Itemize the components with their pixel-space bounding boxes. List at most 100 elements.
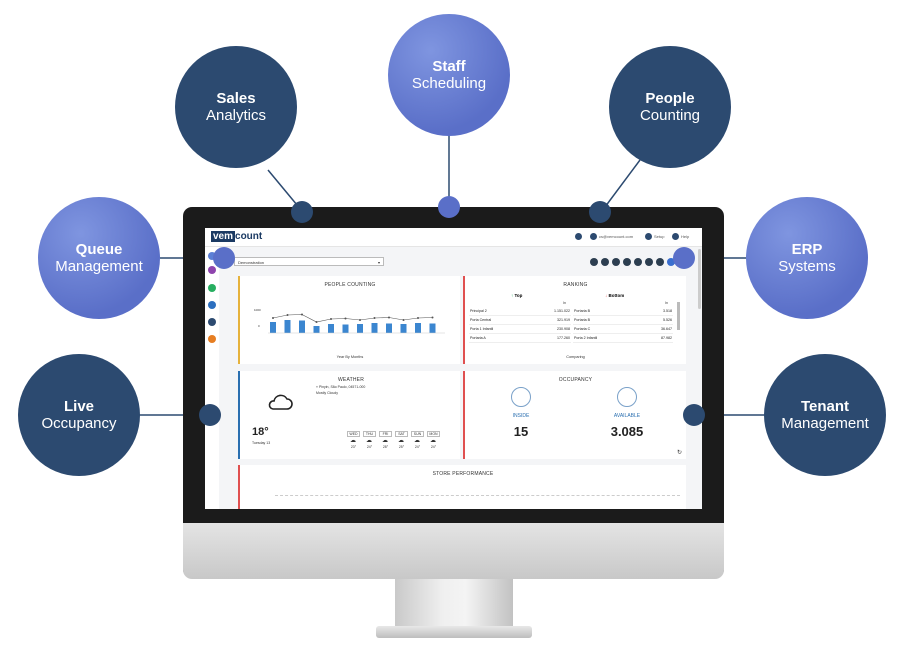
rain-cloud-icon: ☁ <box>350 438 356 444</box>
setup-icon <box>645 233 652 240</box>
chart-bar <box>357 324 363 333</box>
sidebar-analytics-icon[interactable] <box>208 266 216 274</box>
connector-dot-live <box>199 404 221 426</box>
weather-temp: 18° <box>252 426 269 438</box>
bubble-title: ERP <box>791 240 823 258</box>
calendar-icon[interactable] <box>590 258 598 266</box>
y-tick: 1000 <box>254 308 261 312</box>
chart-point <box>315 321 318 323</box>
y-tick: 0 <box>258 324 260 328</box>
store-performance-card: STORE PERFORMANCE <box>238 465 686 509</box>
monitor-base <box>376 626 532 638</box>
store-performance-gridline <box>275 495 680 496</box>
bubble-title: Tenant <box>800 397 850 415</box>
store-select[interactable]: Demonstration▾ <box>234 257 384 266</box>
sidebar-settings-icon[interactable] <box>208 335 216 343</box>
fullscreen-icon[interactable] <box>645 258 653 266</box>
bubble-subtitle: Counting <box>639 107 701 124</box>
connector-dot-sales <box>291 201 313 223</box>
help-label: Help <box>681 234 690 239</box>
chart-point <box>272 317 274 319</box>
chart-point <box>373 317 376 319</box>
logo-count: count <box>235 231 263 242</box>
connector-dot-erp <box>673 247 695 269</box>
compare-icon[interactable] <box>612 258 620 266</box>
chart-point <box>286 314 289 316</box>
bubble-title: Staff <box>432 57 466 75</box>
add-widget-icon[interactable] <box>667 258 675 266</box>
chart-point <box>330 318 332 320</box>
chart-point <box>402 319 405 321</box>
refresh-icon[interactable]: ↻ <box>676 450 682 456</box>
setup-button[interactable]: Setup <box>645 233 664 240</box>
download-icon[interactable] <box>634 258 642 266</box>
weather-location-text: Pinyin, São Paulo, 04571-000 <box>318 385 366 389</box>
sidebar-reports-icon[interactable] <box>208 318 216 326</box>
weather-condition: Mostly Cloudy <box>316 391 338 395</box>
bubble-subtitle: Management <box>55 258 143 275</box>
forecast-day: THU☁24° <box>363 431 376 449</box>
bubble-title: People <box>645 89 695 107</box>
chart-bar <box>371 323 378 333</box>
edit-icon[interactable] <box>656 258 664 266</box>
bubble-title: Sales <box>216 89 256 107</box>
connector-dot-tenant <box>683 404 705 426</box>
bubble-sales-analytics: Sales Analytics <box>175 46 297 168</box>
table-cell: 321.919 <box>528 315 571 325</box>
help-icon <box>672 233 679 240</box>
ranking-col-header: In <box>563 301 566 305</box>
sidebar-queue-icon[interactable] <box>208 301 216 309</box>
store-select-value: Demonstration <box>238 260 265 265</box>
ranking-scrollbar[interactable] <box>677 302 680 330</box>
toolbar <box>590 258 675 266</box>
bubble-subtitle: Management <box>781 415 869 432</box>
occupancy-available-value: 3.085 <box>610 424 644 439</box>
notifications-button[interactable] <box>575 233 582 240</box>
share-icon[interactable] <box>623 258 631 266</box>
forecast-day-name: SUN <box>411 431 424 437</box>
store-performance-title: STORE PERFORMANCE <box>432 471 494 477</box>
forecast-day-name: WED <box>347 431 360 437</box>
sidebar-staff-icon[interactable] <box>208 284 216 292</box>
connector-dot-staff <box>438 196 460 218</box>
forecast-day: FRI☁28° <box>379 431 392 449</box>
occupancy-card: OCCUPANCY INSIDE 15 AVAILABLE 3.085 ↻ <box>463 371 686 459</box>
setup-label: Setup <box>654 234 665 239</box>
occupancy-inside-label: INSIDE <box>512 413 530 419</box>
ranking-bottom-header: ↓ Bottom <box>605 293 624 298</box>
forecast-temp: 24° <box>366 445 373 449</box>
chart-bar <box>284 320 291 333</box>
logo-vem: vem <box>211 231 236 242</box>
help-button[interactable]: Help <box>672 233 689 240</box>
page-scrollbar[interactable] <box>698 249 701 309</box>
chart-point <box>344 317 347 320</box>
arrow-up-icon: ↑ <box>511 293 514 298</box>
forecast-temp: 23° <box>350 445 357 449</box>
ranking-title: RANKING <box>563 282 588 288</box>
table-cell: 87.982 <box>638 333 673 343</box>
connector-dot-queue <box>213 247 235 269</box>
occupancy-title: OCCUPANCY <box>558 377 593 383</box>
chart-point <box>359 319 361 321</box>
chart-bar <box>299 320 305 333</box>
chart-bar <box>400 324 407 333</box>
filter-icon[interactable] <box>601 258 609 266</box>
forecast-day: WED☁23° <box>347 431 360 449</box>
table-cell: Porta Central <box>469 315 529 325</box>
forecast-temp: 25° <box>398 445 405 449</box>
chart-bar <box>342 324 349 333</box>
chart-point <box>301 313 303 316</box>
user-menu[interactable]: cs@vemcount.com <box>590 233 633 240</box>
people-counting-chart <box>268 313 445 334</box>
chart-bar <box>386 323 392 333</box>
chart-bar <box>270 322 276 333</box>
sidebar-home-icon[interactable] <box>208 252 216 260</box>
